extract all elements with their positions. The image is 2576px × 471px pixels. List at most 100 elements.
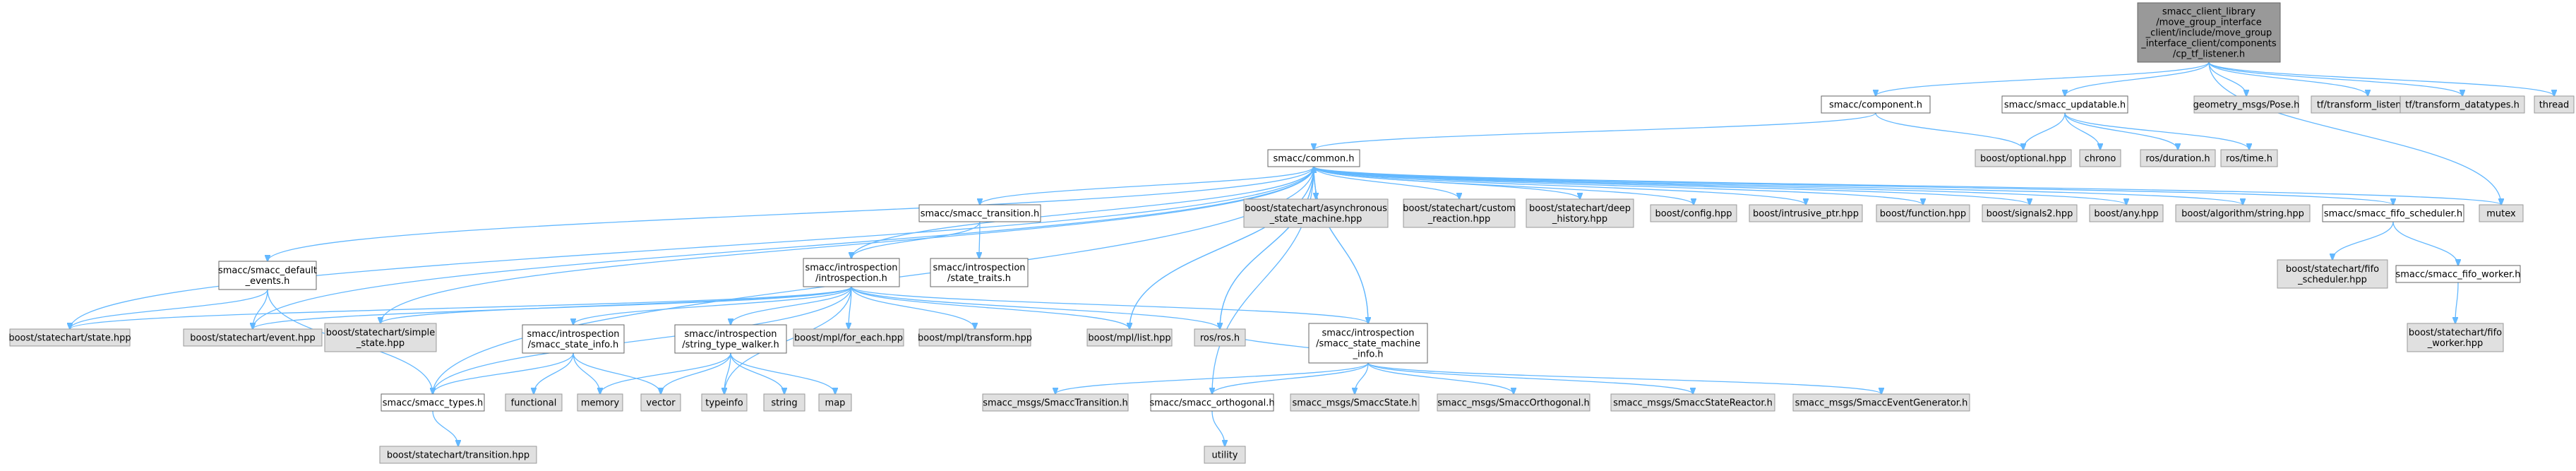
node-label-line: ros/time.h [2226, 154, 2272, 165]
node-smacc-types[interactable]: smacc/smacc_types.h [381, 393, 485, 412]
edge-introspection-to-sm_info [851, 286, 1368, 323]
node-label-line: /smacc_state_info.h [528, 340, 619, 350]
node-label-line: smacc/introspection [527, 329, 619, 340]
node-utility: utility [1204, 446, 1246, 464]
node-label-line: _interface_client/components [2140, 39, 2277, 49]
edge-mpl_list-to-common [1129, 167, 1314, 330]
node-box [577, 393, 623, 412]
edge-common-to-sc_state [70, 166, 1314, 329]
node-component[interactable]: smacc/component.h [1821, 95, 1931, 114]
node-label-line: boost/mpl/transform.hpp [918, 333, 1032, 344]
node-box [1204, 446, 1246, 464]
node-box [2001, 95, 2128, 114]
node-fifo-worker[interactable]: smacc/smacc_fifo_worker.h [2395, 265, 2521, 283]
node-box [2407, 323, 2504, 352]
edge-component-to-optional [1875, 112, 2023, 150]
node-ros-time: ros/time.h [2220, 149, 2278, 167]
node-box [918, 204, 1041, 222]
edge-introspection-to-mpl_transform [851, 286, 975, 329]
node-label-line: boost/config.hpp [1655, 209, 1732, 220]
node-box [2322, 204, 2464, 222]
node-box [379, 446, 537, 464]
edge-sm_info-to-orthogonal [1212, 362, 1369, 394]
node-vector: vector [640, 393, 681, 412]
node-label-line: smacc/introspection [933, 263, 1025, 273]
node-box [2193, 95, 2299, 114]
edge-smacc_transition-to-introspection [851, 221, 981, 258]
node-orthogonal[interactable]: smacc/smacc_orthogonal.h [1149, 393, 1275, 412]
node-label-line: map [825, 398, 846, 409]
edge-introspection-to-sc_simple_state [381, 286, 852, 323]
node-mpl-for-each: boost/mpl/for_each.hpp [793, 328, 904, 347]
edge-introspection-to-smacc_types [433, 286, 852, 394]
node-box [1086, 328, 1173, 347]
node-state-info[interactable]: smacc/introspection/smacc_state_info.h [522, 324, 625, 354]
node-label-line: smacc_client_library [2162, 7, 2256, 18]
edge-root-to-component [1876, 61, 2210, 96]
node-default-events[interactable]: smacc/smacc_default_events.h [218, 261, 317, 290]
node-thread: thread [2534, 95, 2575, 114]
node-box [2479, 204, 2524, 222]
node-label-line: _scheduler.hpp [2297, 275, 2367, 285]
edge-layer [70, 61, 2554, 446]
node-label-line: /state_traits.h [947, 273, 1011, 284]
node-box [930, 258, 1029, 287]
node-common[interactable]: smacc/common.h [1267, 149, 1360, 167]
node-smacc-transition[interactable]: smacc/smacc_transition.h [918, 204, 1041, 222]
edge-common-to-config [1313, 166, 1694, 205]
node-label-line: boost/mpl/for_each.hpp [794, 333, 903, 344]
edge-common-to-sc_simple_state [381, 166, 1314, 323]
edge-sm_info-to-msg_state [1355, 362, 1369, 394]
node-fifo-scheduler[interactable]: smacc/smacc_fifo_scheduler.h [2322, 204, 2464, 222]
edge-updatable-to-chrono [2064, 112, 2100, 150]
edge-sm_info-to-msg_event_gen [1367, 362, 1881, 394]
edge-type_walker-to-string [730, 352, 784, 394]
edge-type_walker-to-vector [661, 352, 731, 394]
node-label-line: smacc_msgs/SmaccEventGenerator.h [1795, 398, 1968, 409]
node-label-line: /move_group_interface [2156, 18, 2261, 28]
node-msg-event-gen: smacc_msgs/SmaccEventGenerator.h [1792, 393, 1970, 412]
node-label-line: boost/signals2.hpp [1987, 209, 2073, 220]
edge-component-to-common [1314, 112, 1876, 150]
node-label-line: _state_machine.hpp [1269, 214, 1362, 225]
edge-orthogonal-to-utility [1211, 410, 1225, 446]
node-box [1975, 149, 2072, 167]
edge-type_walker-to-memory [600, 352, 731, 394]
node-box [522, 324, 625, 354]
node-box [763, 393, 805, 412]
node-box [1982, 204, 2078, 222]
node-label-line: _reaction.hpp [1427, 214, 1490, 225]
node-optional: boost/optional.hpp [1975, 149, 2072, 167]
node-any: boost/any.hpp [2089, 204, 2164, 222]
edge-common-to-signals2 [1313, 166, 2030, 205]
node-label-line: boost/mpl/list.hpp [1088, 333, 1170, 344]
node-state-traits[interactable]: smacc/introspection/state_traits.h [930, 258, 1029, 287]
node-label-line: _client/include/move_group [2145, 28, 2272, 39]
edge-default_events-to-sc_state [70, 289, 268, 329]
node-updatable[interactable]: smacc/smacc_updatable.h [2001, 95, 2128, 114]
node-sm-info[interactable]: smacc/introspection/smacc_state_machine_… [1308, 323, 1428, 364]
edge-introspection-to-sc_state [70, 286, 852, 329]
edge-sm_info-to-msg_state_reactor [1367, 362, 1693, 394]
node-box [2137, 2, 2281, 63]
node-sc-event: boost/statechart/event.hpp [183, 328, 323, 347]
node-introspection[interactable]: smacc/introspection/introspection.h [803, 258, 900, 287]
node-config: boost/config.hpp [1650, 204, 1737, 222]
node-box [1610, 393, 1775, 412]
edge-introspection-to-type_walker [731, 286, 852, 325]
node-label-line: tf/transform_listener.h [2317, 100, 2419, 111]
node-box [1403, 198, 1516, 228]
edge-fifo_scheduler-to-fifo_worker [2392, 221, 2458, 266]
node-label-line: smacc/smacc_orthogonal.h [1149, 398, 1274, 409]
edge-updatable-to-optional [2023, 112, 2066, 150]
node-label-line: tf/transform_datatypes.h [2405, 100, 2520, 111]
node-box [2277, 259, 2388, 289]
node-label-line: smacc/smacc_types.h [383, 398, 483, 409]
edge-state_info-to-smacc_types [433, 352, 574, 394]
edge-ros_h-to-common [1219, 167, 1314, 330]
edge-introspection-to-state_info [573, 286, 852, 325]
node-type-walker[interactable]: smacc/introspection/string_type_walker.h [674, 324, 787, 354]
node-label-line: thread [2539, 100, 2570, 111]
edge-fifo_worker-to-sc_fifo_worker [2455, 282, 2459, 323]
node-label-line: /introspection.h [815, 273, 887, 284]
